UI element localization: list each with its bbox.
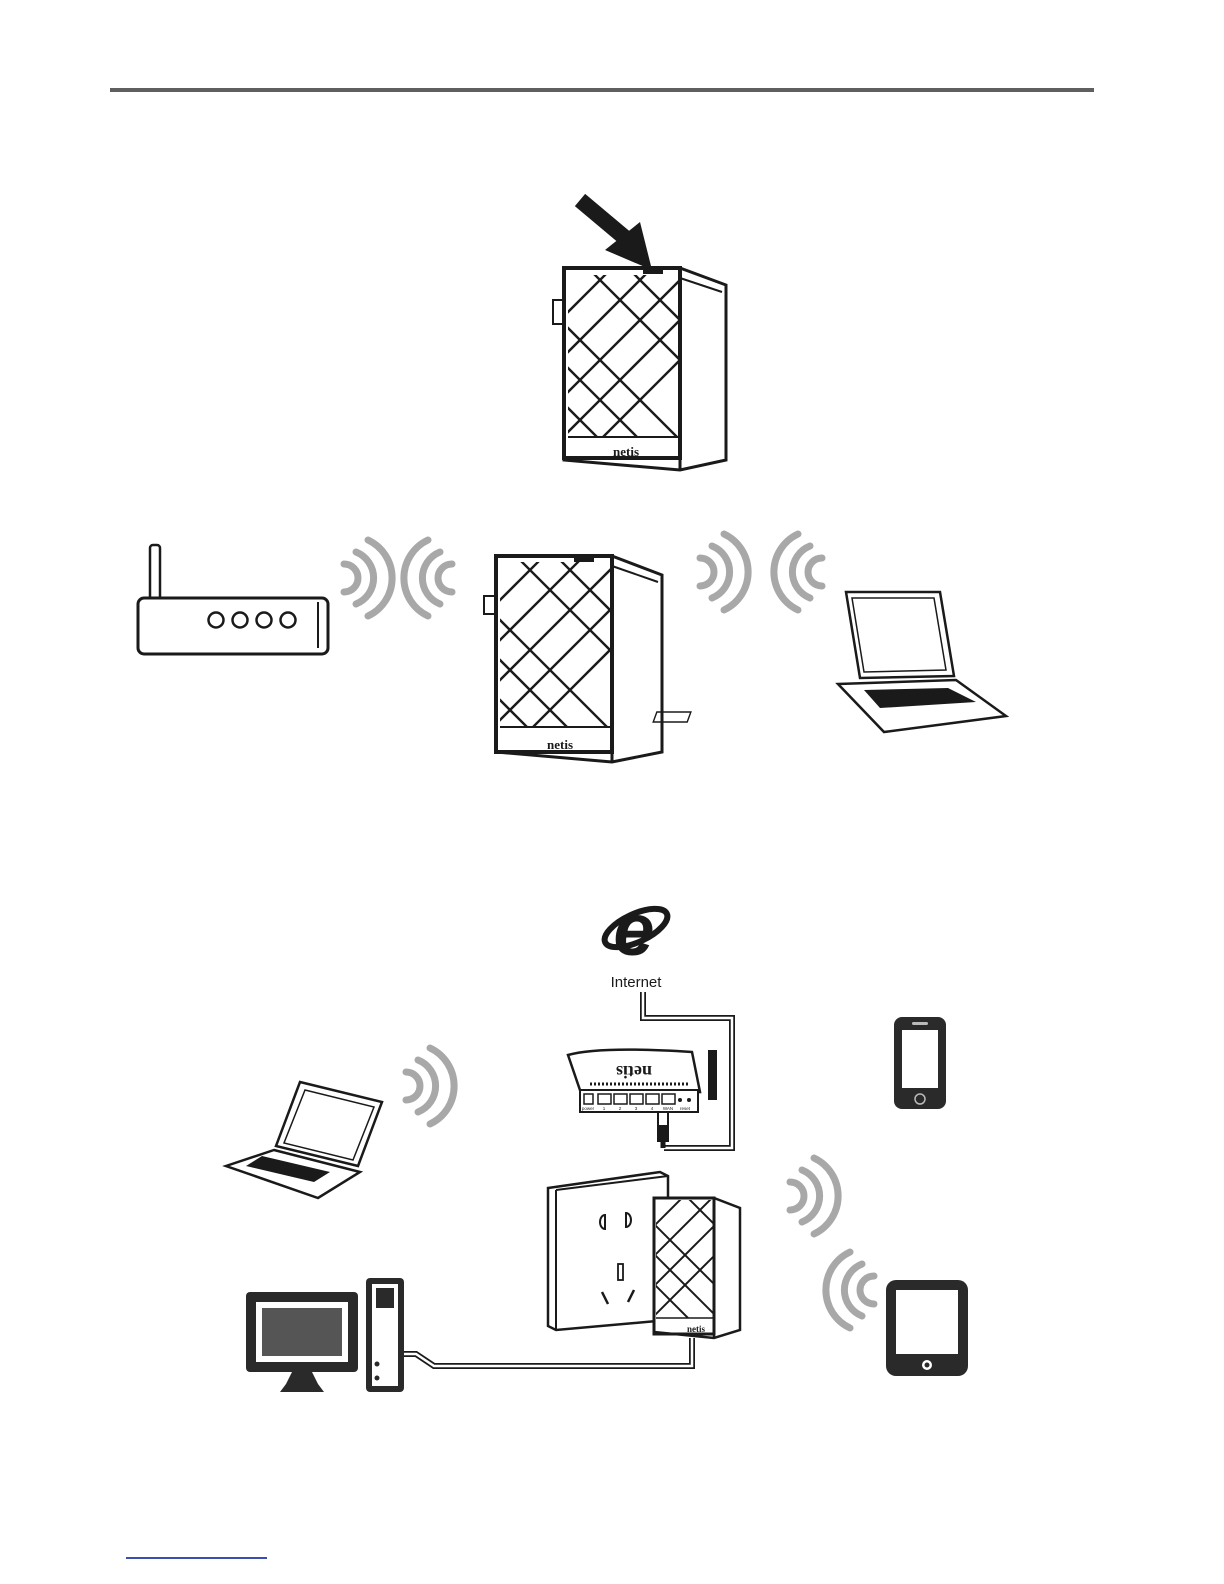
wifi-icon — [406, 1048, 454, 1124]
internet-label: Internet — [611, 974, 663, 991]
smartphone-icon — [894, 1017, 946, 1109]
wifi-icon — [790, 1158, 838, 1234]
tablet-icon — [886, 1280, 968, 1376]
laptop-icon — [653, 592, 1006, 732]
wifi-icon — [826, 1252, 874, 1328]
desktop-pc-icon — [246, 1278, 404, 1392]
wifi-icon — [774, 534, 822, 610]
router-icon — [138, 545, 328, 654]
brand-label: netis — [616, 1062, 652, 1082]
extender-top: netis — [440, 200, 800, 560]
svg-text:reset: reset — [680, 1106, 691, 1111]
arrow-icon — [580, 200, 652, 270]
brand-label: netis — [687, 1324, 705, 1334]
footer-link-underline — [126, 1557, 267, 1559]
svg-text:WAN: WAN — [663, 1106, 673, 1111]
extender-icon: netis — [440, 240, 800, 560]
wifi-icon — [344, 540, 392, 616]
brand-label: netis — [613, 444, 639, 459]
laptop-icon — [226, 1082, 382, 1198]
wifi-icon — [700, 534, 748, 610]
wall-outlet-icon — [548, 1172, 668, 1330]
svg-text:power: power — [582, 1106, 595, 1111]
wifi-icon — [404, 540, 452, 616]
svg-text:e: e — [613, 888, 654, 971]
internet-explorer-icon: e Internet — [599, 888, 672, 991]
brand-label: netis — [547, 737, 573, 752]
router-icon: netis power 1 2 3 4 WAN reset — [568, 1050, 717, 1148]
